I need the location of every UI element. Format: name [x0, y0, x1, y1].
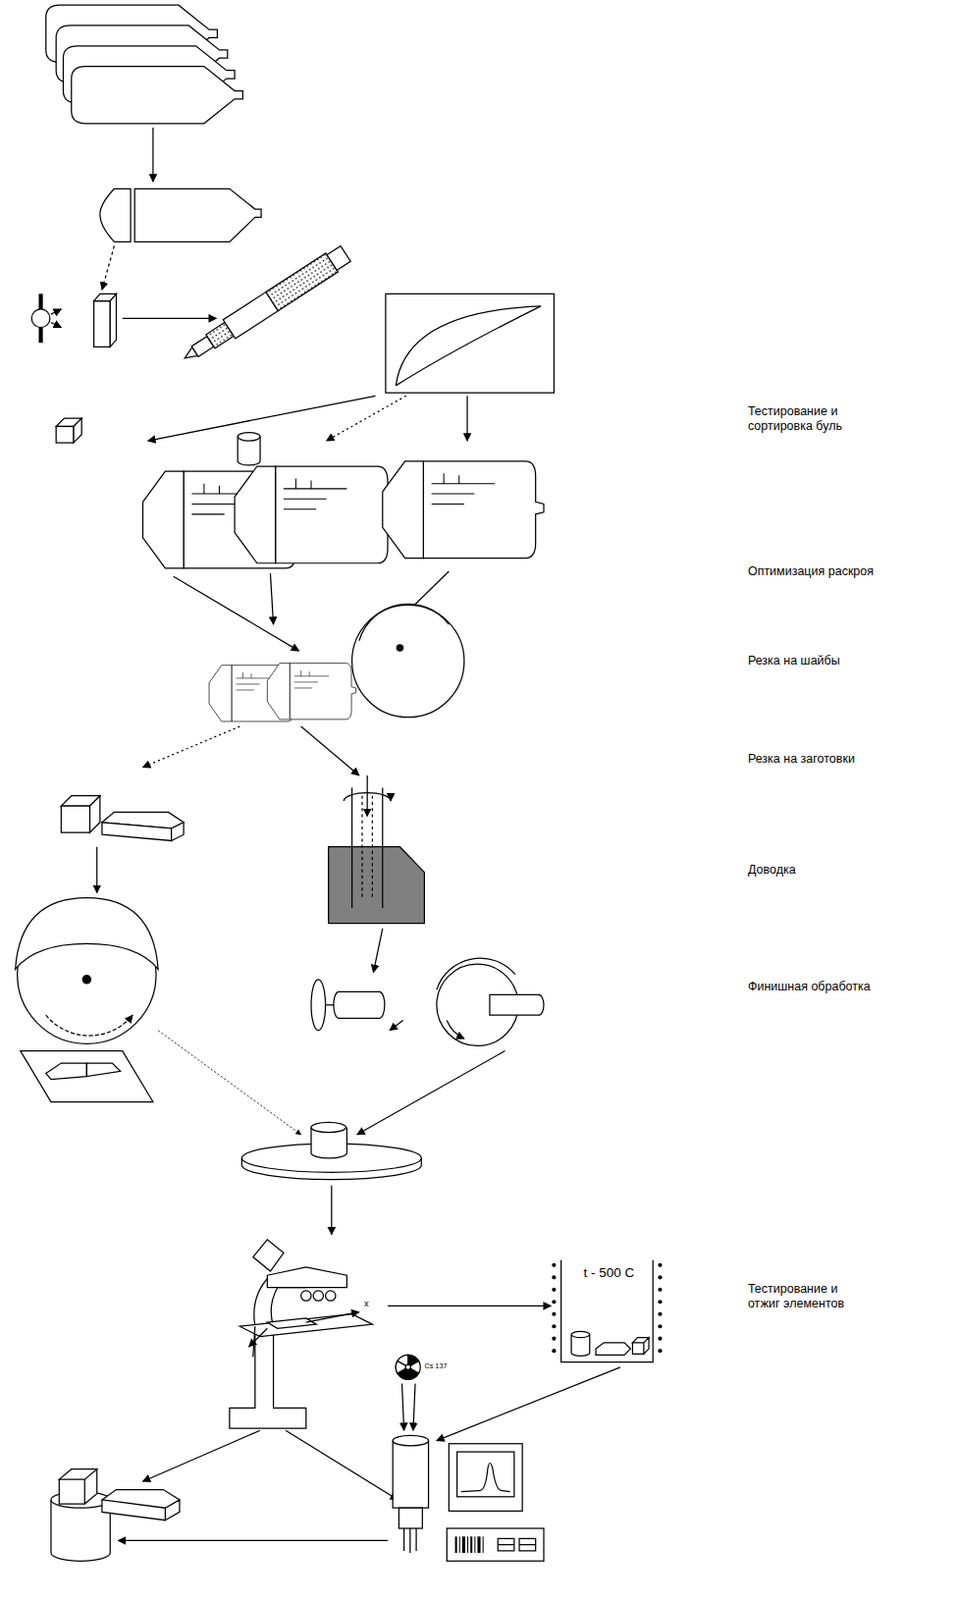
- microscope: [229, 1239, 373, 1429]
- sample-prism: [94, 293, 117, 347]
- flow-arrow: [122, 318, 217, 319]
- flow-arrow: [102, 245, 114, 290]
- flow-arrow: [148, 395, 376, 441]
- core-drill: [328, 775, 426, 924]
- blank-pieces: [60, 796, 184, 842]
- flow-arrow: [152, 127, 154, 182]
- flow-arrow: [372, 928, 382, 973]
- flow-arrow: [285, 1430, 398, 1500]
- stage-label: Доводка: [747, 862, 797, 879]
- flow-arrow: [330, 1185, 332, 1235]
- axis-label: x: [364, 1297, 370, 1310]
- transmission-graph: [385, 293, 555, 393]
- flow-arrow: [143, 726, 241, 768]
- flow-arrow: [173, 576, 300, 651]
- flow-arrow: [301, 726, 360, 776]
- flow-arrow: [466, 395, 468, 441]
- flow-arrow: [158, 1030, 302, 1135]
- flow-arrow: [118, 1540, 388, 1542]
- cut-boule: [100, 188, 262, 242]
- stage-label: Резка на заготовки: [747, 751, 855, 768]
- polishing-table: [241, 1121, 422, 1179]
- flow-arrow: [436, 1367, 621, 1441]
- flow-arrow: [143, 1430, 262, 1482]
- annealing-oven: [551, 1260, 662, 1363]
- isotope-label: Cs 137: [424, 1361, 447, 1371]
- wafer-saw: [209, 603, 465, 722]
- cutting-plan-boules: [143, 461, 544, 569]
- flow-arrow: [357, 1051, 506, 1135]
- grinding-machine: [311, 957, 544, 1046]
- flow-arrow: [326, 395, 407, 441]
- stage-label: Резка на шайбы: [747, 653, 841, 670]
- boule-stack: [46, 4, 244, 124]
- stage-label: Тестирование и сортировка буль: [747, 404, 867, 435]
- flow-arrow: [96, 847, 98, 894]
- stage-label: Финишная обработка: [747, 979, 871, 996]
- flow-arrow: [387, 1305, 551, 1307]
- lapping-machine: [15, 898, 160, 1103]
- stage-label: Оптимизация раскроя: [747, 564, 874, 581]
- finished-elements: [51, 1469, 180, 1562]
- spectrometer-tube: [178, 244, 352, 369]
- scintillation-detector: [392, 1435, 428, 1553]
- flow-arrow: [269, 573, 273, 625]
- stage-label: Тестирование и отжиг элементов: [747, 1281, 867, 1313]
- light-source: [31, 293, 61, 343]
- analyzer-computer: [446, 1443, 544, 1562]
- radiation-source: [395, 1354, 421, 1431]
- temperature-label: t - 500 C: [584, 1265, 636, 1282]
